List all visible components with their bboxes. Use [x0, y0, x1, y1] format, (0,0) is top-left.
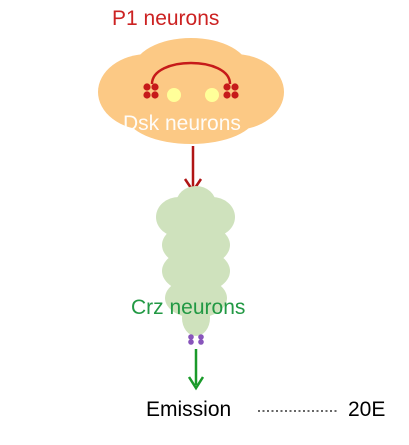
- p1-neurons-label: P1 neurons: [112, 7, 220, 30]
- brain-top: [133, 38, 249, 102]
- ventral-nerve-cord: [156, 186, 235, 336]
- arrow-vnc-to-emission: [187, 349, 205, 391]
- hormone-20e-label: 20E: [348, 398, 386, 421]
- crz-neurons-label: Crz neurons: [131, 296, 246, 319]
- emission-label: Emission: [146, 398, 232, 421]
- crz-neurons: [188, 334, 204, 345]
- brain-shape: [98, 38, 284, 144]
- dsk-neurons-label: Dsk neurons: [123, 112, 241, 135]
- p1-connection-arc: [150, 61, 232, 85]
- p1-neuron-cluster-left: [143, 83, 159, 99]
- p1-neuron-cluster-right: [223, 83, 239, 99]
- dsk-neuron-left: [167, 88, 181, 102]
- arrow-brain-to-vnc: [183, 146, 203, 194]
- brain-bottom: [127, 88, 255, 144]
- dsk-neuron-right: [205, 88, 219, 102]
